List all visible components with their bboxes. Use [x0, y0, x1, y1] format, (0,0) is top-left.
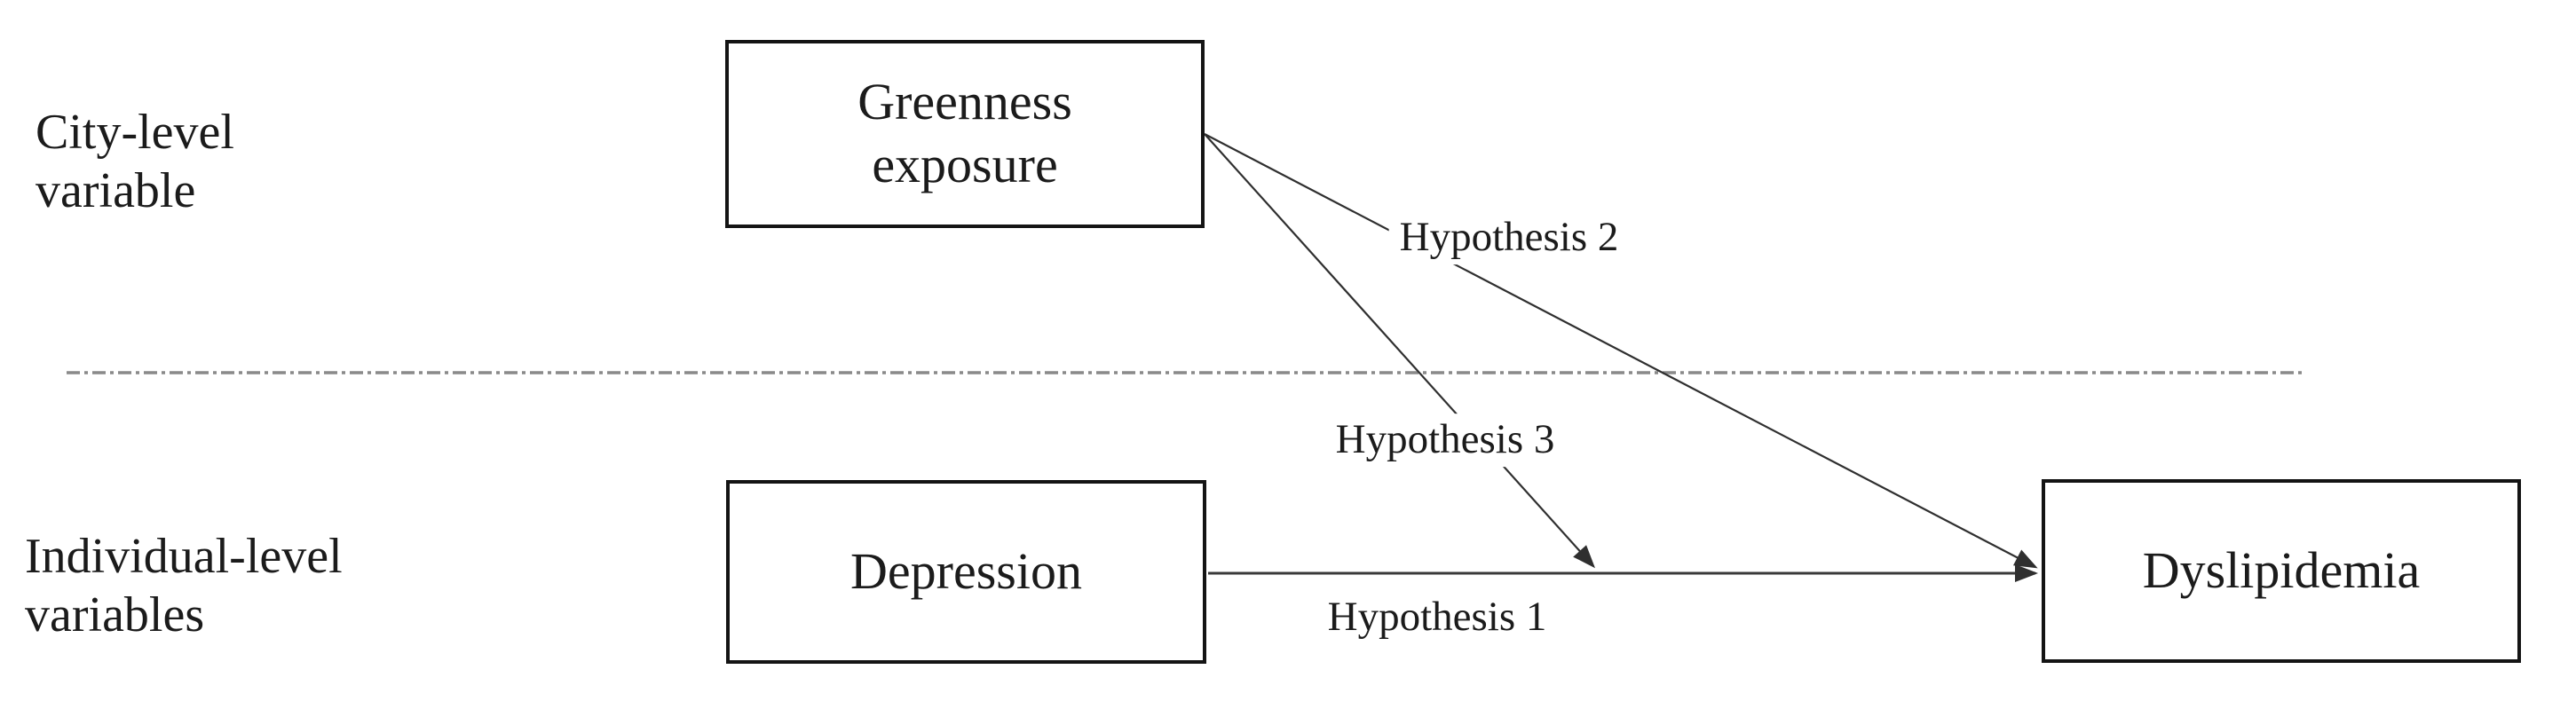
- node-greenness-label-line1: Greenness: [857, 73, 1072, 131]
- edge-label-hypothesis-1: Hypothesis 1: [1316, 591, 1558, 644]
- node-depression-label: Depression: [850, 542, 1082, 601]
- hypothesis2-arrow: [1204, 133, 2038, 569]
- row-label-individual-line1: Individual-level: [25, 529, 343, 584]
- node-dyslipidemia-label: Dyslipidemia: [2142, 541, 2421, 600]
- row-label-city-level: City-level variable: [36, 103, 234, 220]
- edge-label-hypothesis-2: Hypothesis 2: [1388, 211, 1630, 264]
- node-dyslipidemia: Dyslipidemia: [2042, 479, 2521, 663]
- edge-label-hypothesis-3: Hypothesis 3: [1324, 414, 1566, 467]
- hypothesis3-arrow: [1204, 133, 1596, 569]
- row-label-individual-line2: variables: [25, 587, 205, 642]
- row-label-individual-level: Individual-level variables: [25, 527, 343, 644]
- node-depression: Depression: [726, 480, 1206, 664]
- node-greenness-exposure: Greenness exposure: [725, 40, 1205, 228]
- row-label-city-line2: variable: [36, 163, 196, 218]
- node-greenness-label-line2: exposure: [872, 136, 1058, 193]
- row-label-city-line1: City-level: [36, 105, 234, 160]
